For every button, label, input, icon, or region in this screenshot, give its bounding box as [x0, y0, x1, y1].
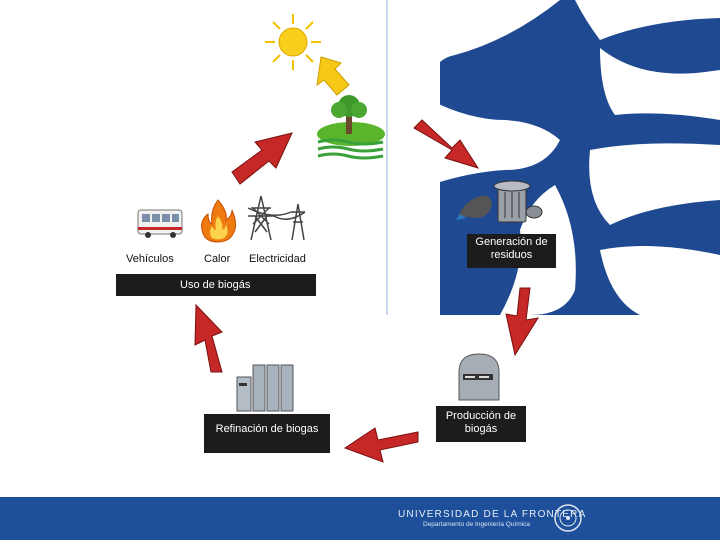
produccion-line1: Producción de: [436, 410, 526, 423]
power-tower-icon: [243, 194, 313, 244]
university-seal-icon: [553, 503, 583, 533]
generacion-line2: residuos: [467, 249, 556, 262]
bus-icon: [136, 206, 186, 240]
uso-de-biogas-box: Uso de biogás: [116, 274, 316, 296]
biodigester-icon: [455, 352, 505, 404]
label-calor: Calor: [204, 253, 230, 265]
uso-de-biogas-title: Uso de biogás: [116, 279, 250, 291]
produccion-biogas-box: Producción de biogás: [436, 406, 526, 442]
trash-can-icon: [452, 176, 552, 226]
refinacion-biogas-box: Refinación de biogas: [204, 414, 330, 453]
generacion-residuos-box: Generación de residuos: [467, 234, 556, 268]
arrow-produccion-to-refinacion: [345, 428, 418, 462]
footer-bar: [0, 497, 720, 540]
arrow-residuos-to-produccion: [506, 288, 538, 355]
label-electricidad: Electricidad: [249, 253, 306, 265]
produccion-line2: biogás: [436, 423, 526, 436]
arrow-refinacion-to-uso: [195, 305, 222, 372]
flame-icon: [198, 198, 238, 244]
arrow-uso-to-nature: [232, 133, 292, 184]
refinacion-label: Refinación de biogas: [216, 423, 319, 435]
label-vehiculos: Vehículos: [126, 253, 174, 265]
footer-department: Departamento de Ingeniería Química: [423, 521, 530, 528]
arrow-nature-to-residuos: [414, 120, 478, 168]
generacion-line1: Generación de: [467, 236, 556, 249]
refinery-tanks-icon: [235, 363, 297, 413]
